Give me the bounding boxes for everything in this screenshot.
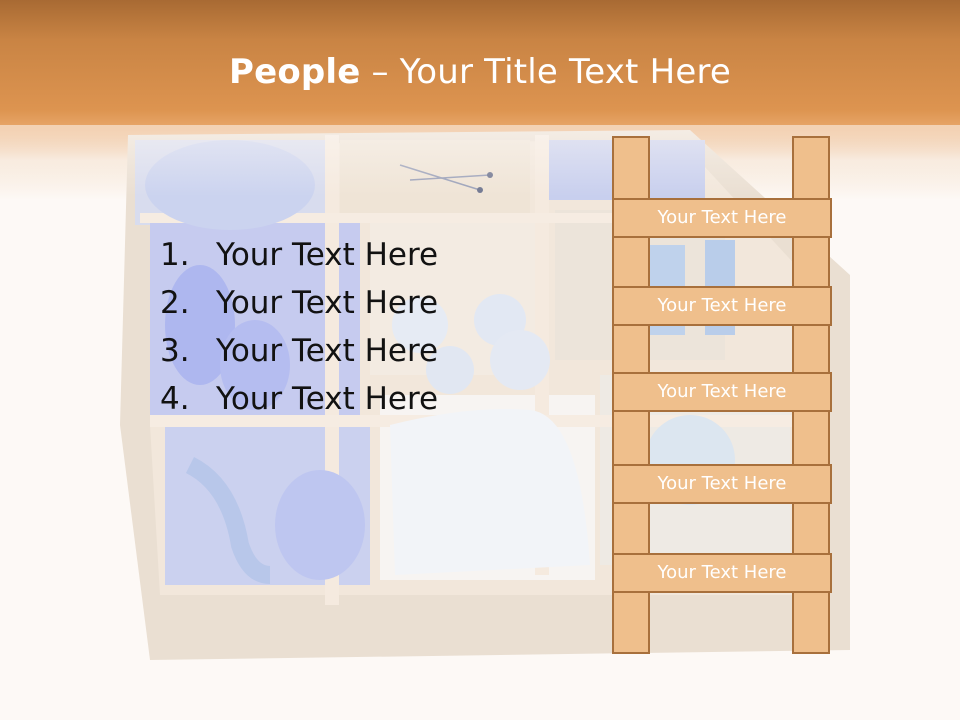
list-item-number: 4. bbox=[160, 381, 190, 417]
list-item-number: 3. bbox=[160, 333, 190, 369]
ladder-rung-1: Your Text Here bbox=[612, 198, 832, 238]
list-item-text: Your Text Here bbox=[216, 285, 439, 321]
title-bold: People bbox=[228, 52, 361, 92]
list-item-number: 2. bbox=[160, 285, 190, 321]
list-item-text: Your Text Here bbox=[216, 381, 439, 417]
list-item-text: Your Text Here bbox=[216, 333, 439, 369]
list-item-text: Your Text Here bbox=[216, 237, 439, 273]
list-item-number: 1. bbox=[160, 237, 190, 273]
ladder-rung-5: Your Text Here bbox=[612, 553, 832, 593]
ladder-rung-3: Your Text Here bbox=[612, 372, 832, 412]
list-item: 4. Your Text Here bbox=[160, 374, 438, 422]
ladder-rung-2: Your Text Here bbox=[612, 286, 832, 326]
list-item: 2. Your Text Here bbox=[160, 278, 438, 326]
title-rest: – Your Title Text Here bbox=[360, 52, 732, 92]
slide-title: People – Your Title Text Here bbox=[0, 52, 960, 92]
ladder-rung-4: Your Text Here bbox=[612, 464, 832, 504]
bullet-list: 1. Your Text Here 2. Your Text Here 3. Your… bbox=[160, 230, 438, 422]
list-item: 3. Your Text Here bbox=[160, 326, 438, 374]
list-item: 1. Your Text Here bbox=[160, 230, 438, 278]
